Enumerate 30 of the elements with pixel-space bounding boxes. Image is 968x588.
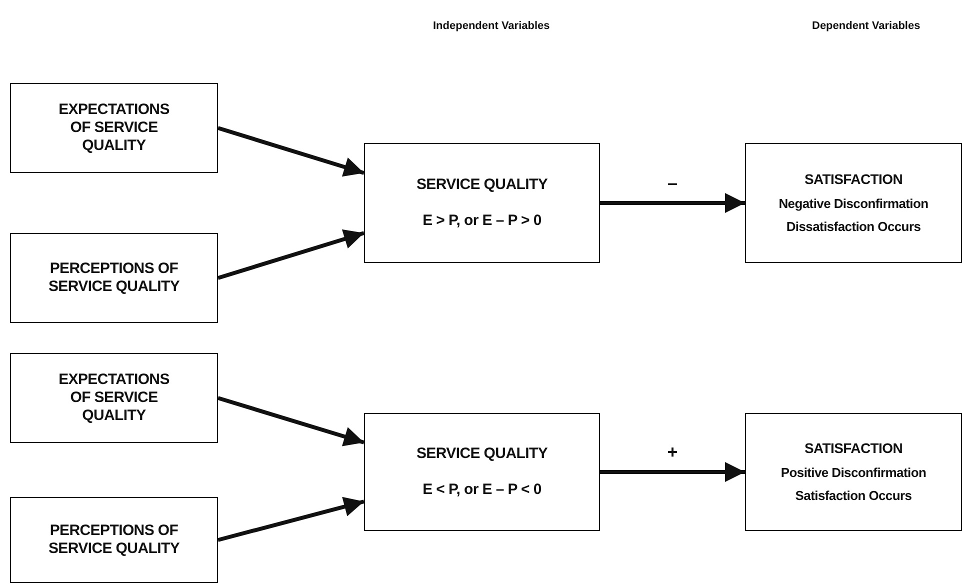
node-title: SERVICE QUALITY <box>416 176 548 194</box>
node-text: Satisfaction Occurs <box>795 488 912 504</box>
variable-box <box>10 233 218 323</box>
node-title: SATISFACTION <box>804 171 903 188</box>
node-title: SATISFACTION <box>804 440 903 457</box>
column-heading: Independent Variables <box>433 20 550 32</box>
node-title: PERCEPTIONS OF SERVICE QUALITY <box>48 522 180 558</box>
node-text: Positive Disconfirmation <box>780 464 926 480</box>
satisfaction-box <box>745 413 962 531</box>
service-quality-box <box>364 143 600 263</box>
variable-box <box>10 353 218 443</box>
service-quality-box <box>364 413 600 531</box>
column-heading: Dependent Variables <box>812 20 920 32</box>
arrow <box>217 396 365 446</box>
node-title: EXPECTATIONS OF SERVICE QUALITY <box>58 371 170 425</box>
node-text: E > P, or E – P > 0 <box>422 212 542 230</box>
node-title: EXPECTATIONS OF SERVICE QUALITY <box>58 101 170 155</box>
arrow <box>217 229 365 280</box>
node-title: PERCEPTIONS OF SERVICE QUALITY <box>48 260 180 296</box>
arrow <box>217 126 365 177</box>
node-text: Dissatisfaction Occurs <box>786 219 921 235</box>
variable-box <box>10 497 218 583</box>
arrow <box>600 462 745 482</box>
satisfaction-box <box>745 143 962 263</box>
arrow <box>600 193 745 213</box>
variable-box <box>10 83 218 173</box>
node-text: Negative Disconfirmation <box>778 196 928 212</box>
node-text: E < P, or E – P < 0 <box>422 481 542 499</box>
arrow <box>217 496 365 542</box>
node-title: SERVICE QUALITY <box>416 445 548 463</box>
